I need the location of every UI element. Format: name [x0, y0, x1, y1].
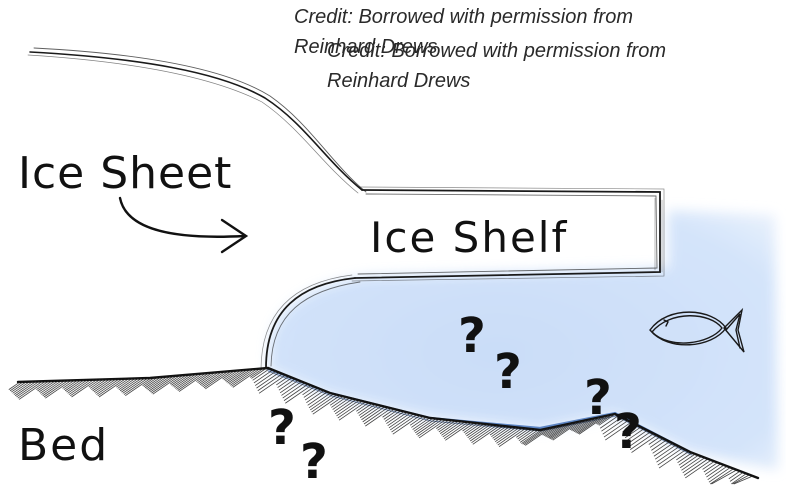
bed-hatch-stroke: [70, 380, 93, 396]
bed-hatch-stroke: [386, 412, 404, 424]
bed-hatch-stroke: [498, 428, 523, 445]
bed-hatch-stroke: [333, 398, 350, 410]
credit-line-1: Credit: Borrowed with permission from: [294, 2, 633, 32]
bed-hatch-stroke: [9, 382, 20, 390]
bed-hatch-stroke: [284, 384, 308, 401]
bed-hatch-stroke: [121, 378, 141, 392]
bed-hatch-stroke: [733, 475, 750, 484]
bed-hatch-stroke: [281, 382, 301, 396]
bed-hatch-stroke: [306, 391, 324, 403]
bed-hatch-stroke: [44, 380, 68, 397]
bed-hatch-stroke: [676, 451, 688, 460]
bed-hatch-stroke: [280, 380, 298, 393]
bed-hatch-stroke: [729, 471, 740, 479]
bed-hatch-stroke: [363, 407, 385, 422]
bed-hatch-stroke: [336, 400, 359, 416]
bed-hatch-stroke: [470, 425, 493, 441]
bed-hatch-stroke: [95, 379, 116, 393]
bed-hatch-stroke: [680, 455, 698, 468]
bed-hatch-stroke: [466, 424, 484, 436]
bed-hatch-stroke: [523, 429, 545, 444]
bed-hatch-stroke: [708, 466, 728, 479]
bed-hatch-stroke: [649, 437, 660, 445]
question-mark: ?: [494, 344, 522, 400]
bed-hatch-stroke: [335, 400, 356, 414]
bed-hatch-stroke: [679, 454, 695, 465]
credit-line-2: Reinhard Drews: [327, 66, 666, 96]
bed-hatch-stroke: [68, 380, 88, 393]
bed-hatch-stroke: [331, 397, 346, 407]
bed-hatch-stroke: [41, 381, 61, 395]
bed-hatch-stroke: [359, 404, 375, 415]
credit-line-1: Credit: Borrowed with permission from: [327, 36, 666, 66]
question-mark: ?: [268, 400, 296, 456]
ice-shelf-label: Ice Shelf: [370, 213, 568, 262]
bed-hatch-stroke: [411, 417, 426, 427]
bed-hatch-stroke: [389, 413, 410, 428]
bed-hatch-stroke: [520, 430, 538, 443]
ice-sheet-label: Ice Sheet: [18, 148, 232, 199]
flow-arrow-icon: [120, 198, 246, 252]
bed-hatch-stroke: [259, 375, 286, 393]
bed-hatch-stroke: [258, 374, 283, 391]
bed-hatch-stroke: [656, 447, 679, 463]
bed-hatch-stroke: [303, 387, 315, 395]
bed-hatch-stroke: [706, 465, 724, 477]
bed-hatch-stroke: [15, 381, 36, 395]
bed-hatch-stroke: [361, 406, 381, 420]
bed-hatch-stroke: [418, 419, 443, 436]
bed-hatch-stroke: [685, 460, 711, 478]
credit-text: Credit: Borrowed with permission from Re…: [327, 36, 666, 96]
bed-hatch-stroke: [276, 376, 288, 385]
bed-hatch-stroke: [444, 422, 468, 439]
bed-hatch-stroke: [472, 425, 497, 442]
bed-hatch-stroke: [393, 416, 420, 435]
bed-hatch-stroke: [493, 427, 510, 439]
question-mark: ?: [584, 370, 612, 426]
bed-hatch-stroke: [494, 427, 513, 440]
bed-hatch-stroke: [655, 445, 676, 459]
bed-hatch-stroke: [254, 370, 273, 383]
bed-label: Bed: [18, 420, 109, 471]
question-mark: ?: [300, 434, 328, 486]
bed-hatch-stroke: [710, 469, 733, 484]
bed-hatch-stroke: [654, 443, 673, 456]
bed-hatch-stroke: [650, 438, 663, 447]
bed-hatch-stroke: [703, 461, 715, 469]
bed-hatch-stroke: [385, 411, 401, 422]
bed-hatch-stroke: [11, 382, 26, 392]
bed-hatch-stroke: [659, 450, 686, 468]
bed-hatch-stroke: [684, 459, 708, 476]
question-mark: ?: [458, 308, 486, 364]
bed-hatch-stroke: [313, 396, 340, 415]
bed-hatch-stroke: [681, 456, 701, 470]
question-mark: ?: [614, 404, 642, 460]
